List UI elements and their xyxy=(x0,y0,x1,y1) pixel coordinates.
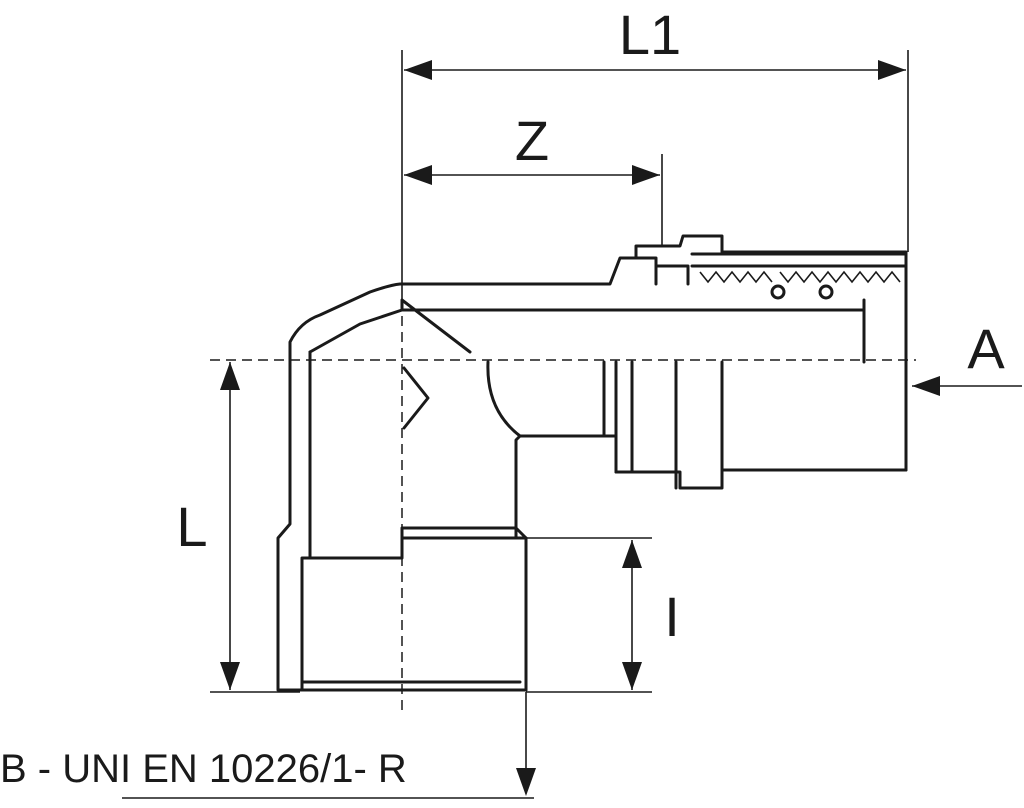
o-ring-2 xyxy=(818,284,834,300)
label-z: Z xyxy=(515,109,549,172)
thread-standard-label: B - UNI EN 10226/1- R xyxy=(0,747,407,791)
axis-chevron xyxy=(402,366,430,430)
knurl-band xyxy=(699,270,901,284)
label-l1: L1 xyxy=(619,3,681,66)
label-a: A xyxy=(967,317,1005,380)
extension-lines xyxy=(210,50,909,693)
label-i: I xyxy=(664,585,680,648)
thread-section xyxy=(298,526,528,692)
sleeve-end xyxy=(862,298,908,472)
dimension-z: Z xyxy=(404,109,660,185)
sleeve-grooves xyxy=(602,360,724,490)
inner-curve xyxy=(486,360,522,438)
dimension-i: I xyxy=(622,540,680,690)
label-l: L xyxy=(176,495,207,558)
dimension-l1: L1 xyxy=(404,3,906,80)
dimension-a: A xyxy=(912,317,1022,396)
press-ring xyxy=(634,252,908,286)
o-ring-1 xyxy=(770,284,786,300)
dimension-l: L xyxy=(176,362,240,690)
fitting-body xyxy=(276,234,908,692)
thread-callout: B - UNI EN 10226/1- R xyxy=(0,692,536,799)
body-outline xyxy=(276,234,908,692)
